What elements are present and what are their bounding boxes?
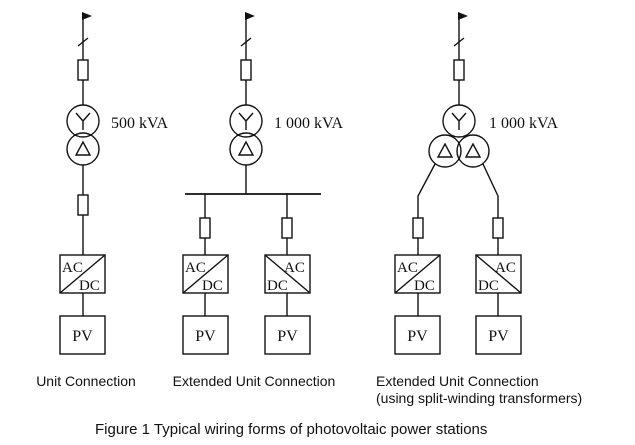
conductor-line [482, 163, 499, 218]
conductor-line [417, 163, 436, 218]
pv-label: PV [277, 328, 298, 345]
inverter-box: AC DC [59, 254, 106, 294]
wye-winding-icon [451, 112, 467, 130]
inverter-diagonal [182, 254, 229, 294]
inverter-diagonal [264, 254, 311, 294]
inverter-box: AC DC [182, 254, 229, 294]
breaker-tick [240, 37, 252, 47]
fuse-symbol [412, 217, 424, 239]
wye-winding-icon [75, 112, 91, 130]
diagram-caption: Extended Unit Connection [376, 373, 539, 389]
inverter-ac-label: AC [495, 260, 516, 276]
figure-caption: Figure 1 Typical wiring forms of photovo… [95, 421, 487, 438]
delta-winding-circle-left [428, 134, 462, 168]
transformer-rating: 1 000 kVA [274, 115, 343, 132]
pv-label: PV [407, 328, 428, 345]
pv-array-box [59, 315, 106, 355]
split-winding-transformer-symbol [428, 104, 490, 168]
fuse-symbol [199, 217, 211, 239]
fuse-symbol [77, 194, 89, 216]
pv-array-box [394, 315, 441, 355]
delta-winding-circle [229, 132, 263, 166]
transformer-symbol [229, 104, 263, 166]
delta-winding-circle-right [456, 134, 490, 168]
fuse-symbol [77, 59, 89, 81]
extended-unit-connection-diagram: 1 000 kVA AC DC PV AC DC PV Extended Uni… [173, 12, 343, 389]
delta-winding-icon [464, 142, 482, 158]
inverter-diagonal [475, 254, 522, 294]
inverter-dc-label: DC [414, 278, 435, 294]
diagram-caption: Unit Connection [36, 373, 136, 389]
inverter-dc-label: DC [202, 278, 223, 294]
inverter-ac-label: AC [185, 260, 206, 276]
pv-label: PV [195, 328, 216, 345]
inverter-diagonal [394, 254, 441, 294]
inverter-ac-label: AC [62, 260, 83, 276]
transformer-rating: 1 000 kVA [489, 115, 558, 132]
breaker-tick [453, 37, 465, 47]
fuse-symbol [492, 217, 504, 239]
transformer-symbol [66, 104, 100, 166]
pv-array-box [475, 315, 522, 355]
delta-winding-icon [74, 140, 92, 156]
inverter-box: AC DC [264, 254, 311, 294]
pv-label: PV [72, 328, 93, 345]
split-winding-connection-diagram: 1 000 kVA AC DC PV AC DC PV Extended Uni… [376, 12, 582, 406]
diagram-caption: Extended Unit Connection [173, 373, 336, 389]
delta-winding-icon [436, 142, 454, 158]
diagram-caption-subtitle: (using split-winding transformers) [376, 390, 582, 406]
inverter-dc-label: DC [267, 278, 288, 294]
delta-winding-circle [66, 132, 100, 166]
wye-winding-icon [238, 112, 254, 130]
inverter-dc-label: DC [79, 278, 100, 294]
pv-label: PV [488, 328, 509, 345]
inverter-box: AC DC [394, 254, 441, 294]
fuse-symbol [240, 59, 252, 81]
fuse-symbol [453, 59, 465, 81]
fuse-symbol [281, 217, 293, 239]
inverter-box: AC DC [475, 254, 522, 294]
inverter-ac-label: AC [284, 260, 305, 276]
inverter-dc-label: DC [478, 278, 499, 294]
inverter-diagonal [59, 254, 106, 294]
inverter-ac-label: AC [397, 260, 418, 276]
breaker-tick [77, 37, 89, 47]
transformer-rating: 500 kVA [111, 115, 168, 132]
pv-array-box [264, 315, 311, 355]
delta-winding-icon [237, 140, 255, 156]
unit-connection-diagram: 500 kVA AC DC PV Unit Connection [36, 12, 168, 389]
pv-array-box [182, 315, 229, 355]
